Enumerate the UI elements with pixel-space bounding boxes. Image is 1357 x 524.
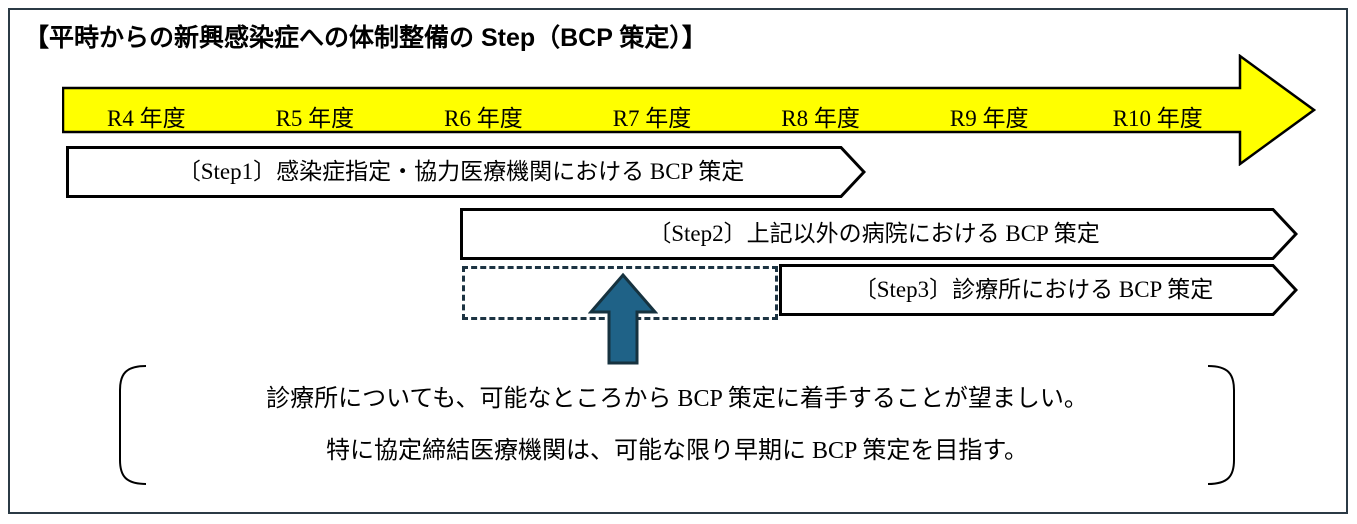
timeline-arrow-shape [62,54,1316,166]
callout-brace-left-icon [112,364,148,486]
page-title: 【平時からの新興感染症への体制整備の Step（BCP 策定）】 [24,24,707,52]
year-label-r7: R7 年度 [612,106,692,131]
step2-label: 〔Step2〕上記以外の病院における BCP 策定 [648,221,1100,246]
year-label-r5: R5 年度 [275,106,355,131]
year-label-r6: R6 年度 [444,106,523,131]
emphasis-up-arrow-icon [588,272,658,366]
year-label-r9: R9 年度 [949,106,1029,131]
step1-bar-shape [66,146,866,198]
callout-brace-right-icon [1206,364,1242,486]
step3-label: 〔Step3〕診療所における BCP 策定 [853,277,1214,302]
year-label-r10: R10 年度 [1112,106,1203,131]
outer-frame [8,8,1348,514]
year-label-r8: R8 年度 [781,106,860,131]
callout-line-1: 診療所についても、可能なところから BCP 策定に着手することが望ましい。 [266,386,1088,412]
callout-line-2: 特に協定締結医療機関は、可能な限り早期に BCP 策定を目指す。 [325,438,1029,464]
step1-label: 〔Step1〕感染症指定・協力医療機関における BCP 策定 [177,159,745,184]
timeline-year-labels: R4 年度 R5 年度 R6 年度 R7 年度 R8 年度 R9 年度 R10 … [62,94,1242,138]
callout-note: 診療所についても、可能なところから BCP 策定に着手することが望ましい。 特に… [112,364,1242,486]
step2-bar-shape [460,208,1298,260]
year-label-r4: R4 年度 [106,106,186,131]
callout-text-block: 診療所についても、可能なところから BCP 策定に着手することが望ましい。 特に… [148,364,1206,486]
step3-bar-shape [779,264,1298,316]
